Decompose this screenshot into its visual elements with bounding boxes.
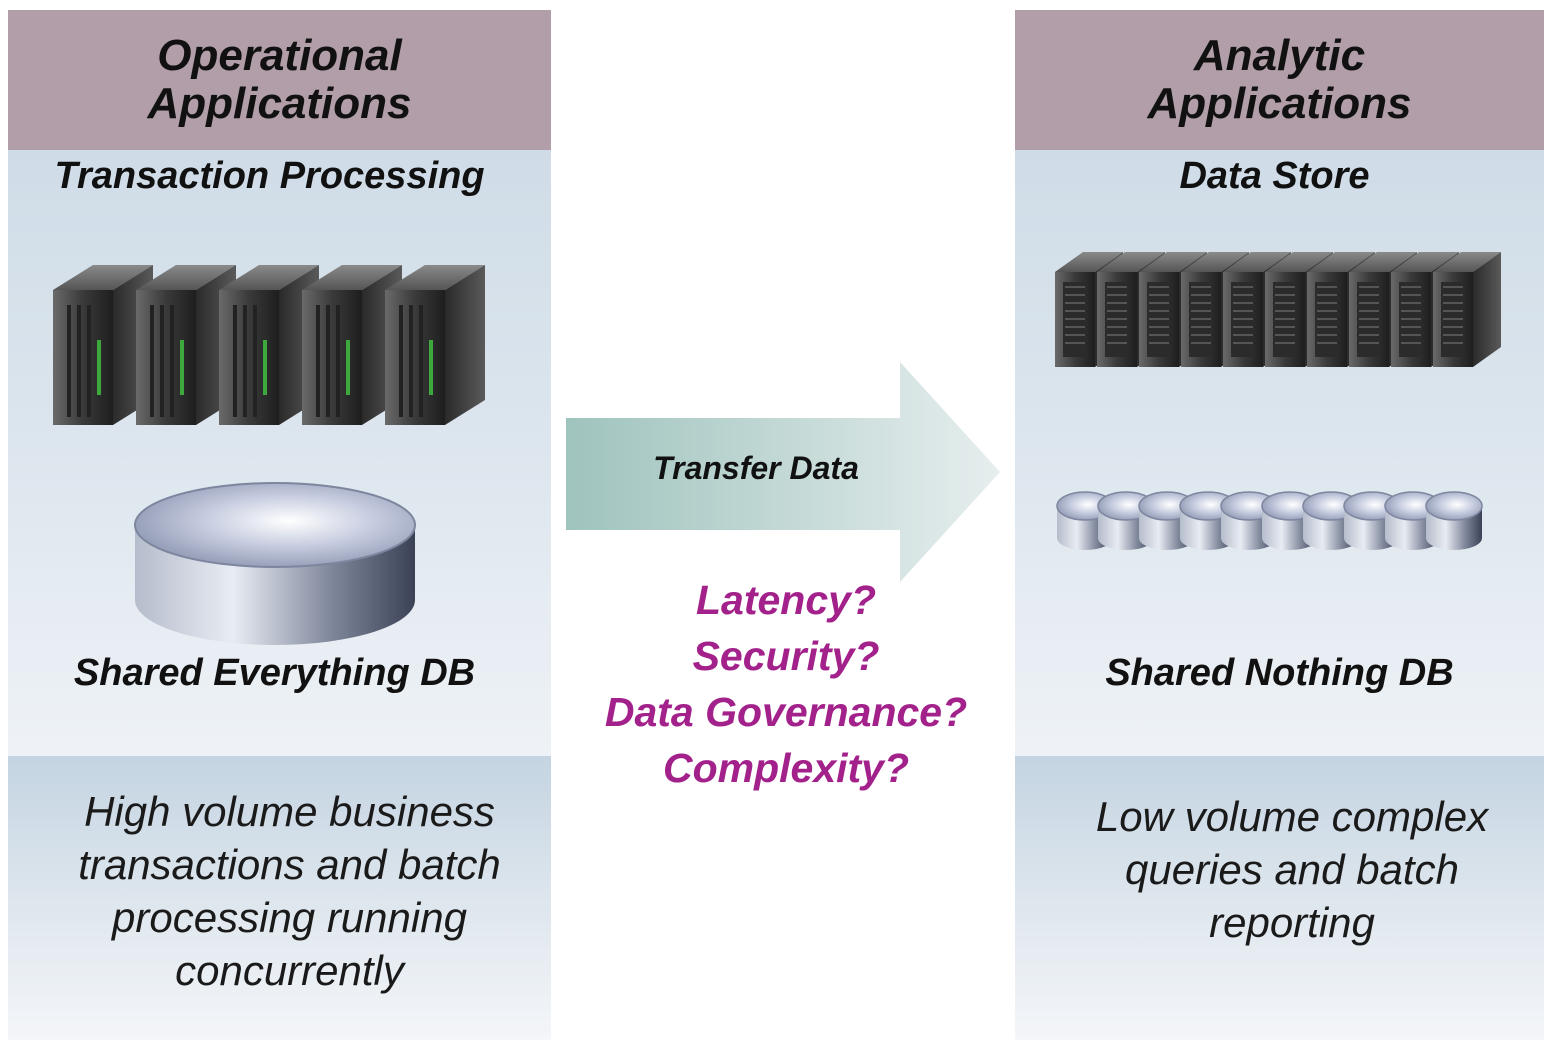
analytic-description-line: reporting (1209, 899, 1375, 946)
analytic-header-line1: Analytic (1193, 31, 1366, 80)
analytic-description-line: queries and batch (1125, 846, 1459, 893)
question-security: Security? (692, 633, 880, 679)
analytic-footer (1015, 756, 1544, 1040)
analytic-description-line: Low volume complex (1095, 793, 1489, 840)
analytic-header-line2: Applications (1147, 79, 1412, 128)
data-store-label: Data Store (1179, 155, 1370, 197)
operational-header: Operational Applications (8, 10, 551, 150)
database-disk-icon (134, 482, 416, 645)
analytic-panel: Analytic Applications Data Store (1015, 10, 1544, 1040)
operational-description-line: processing running (112, 894, 467, 941)
analytic-header: Analytic Applications (1015, 10, 1544, 150)
concern-questions: Latency? Security? Data Governance? Comp… (556, 572, 1016, 796)
operational-description-line: concurrently (175, 947, 404, 994)
operational-body (8, 150, 551, 756)
operational-description: High volume business transactions and ba… (28, 785, 551, 997)
operational-description-line: transactions and batch (78, 841, 501, 888)
shared-nothing-db-label: Shared Nothing DB (1105, 652, 1454, 694)
question-latency: Latency? (696, 577, 876, 623)
database-disk-icon (1056, 491, 1483, 551)
server-rack-icon (53, 265, 485, 425)
transaction-processing-label: Transaction Processing (54, 155, 485, 197)
operational-description-line: High volume business (84, 788, 495, 835)
shared-everything-db-label: Shared Everything DB (73, 652, 476, 694)
question-complexity: Complexity? (662, 745, 910, 791)
transfer-arrow-icon (566, 362, 1000, 582)
server-rack-icon (1055, 252, 1501, 367)
operational-footer (8, 756, 551, 1040)
transfer-data-label: Transfer Data (653, 450, 859, 486)
operational-header-line1: Operational (157, 31, 402, 80)
question-data-governance: Data Governance? (604, 689, 968, 735)
operational-panel: Operational Applications Transaction Pro… (8, 10, 551, 1040)
analytic-description: Low volume complex queries and batch rep… (1040, 790, 1544, 949)
analytic-body (1015, 150, 1544, 756)
operational-header-line2: Applications (147, 79, 412, 128)
